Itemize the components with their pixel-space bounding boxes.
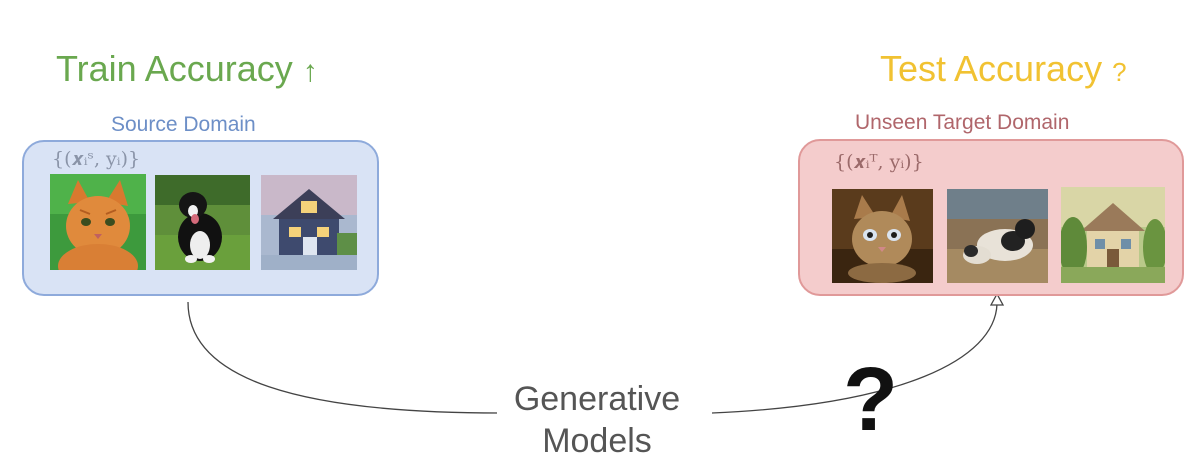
up-arrow-icon: ↑ xyxy=(302,55,318,88)
train-accuracy-heading: Train Accuracy ↑ xyxy=(56,48,318,90)
large-question-mark: ? xyxy=(843,350,898,450)
source-domain-caption: Source Domain xyxy=(111,113,256,136)
arrowhead xyxy=(989,292,1005,306)
target-domain-caption: Unseen Target Domain xyxy=(855,111,1070,134)
train-accuracy-label: Train Accuracy xyxy=(56,48,293,89)
house-photo-image xyxy=(261,175,357,270)
test-accuracy-label: Test Accuracy xyxy=(880,48,1103,89)
generative-models-label: Generative Models xyxy=(497,378,697,462)
cat-painting-image xyxy=(832,189,933,283)
generative-models-line2: Models xyxy=(542,422,652,460)
house-painting-image xyxy=(1061,187,1165,283)
cat-photo-image xyxy=(50,174,146,270)
test-accuracy-heading: Test Accuracy ? xyxy=(880,48,1127,90)
target-formula: {(𝒙ᵢᵀ, yᵢ)} xyxy=(834,151,924,173)
target-domain-box: {(𝒙ᵢᵀ, yᵢ)} xyxy=(798,139,1184,296)
dog-painting-image xyxy=(947,189,1048,283)
source-domain-box: {(𝒙ᵢˢ, yᵢ)} xyxy=(22,140,379,296)
dog-photo-image xyxy=(155,175,250,270)
generative-models-line1: Generative xyxy=(513,380,681,418)
source-formula: {(𝒙ᵢˢ, yᵢ)} xyxy=(52,148,141,170)
question-mark-icon: ? xyxy=(1112,57,1127,87)
